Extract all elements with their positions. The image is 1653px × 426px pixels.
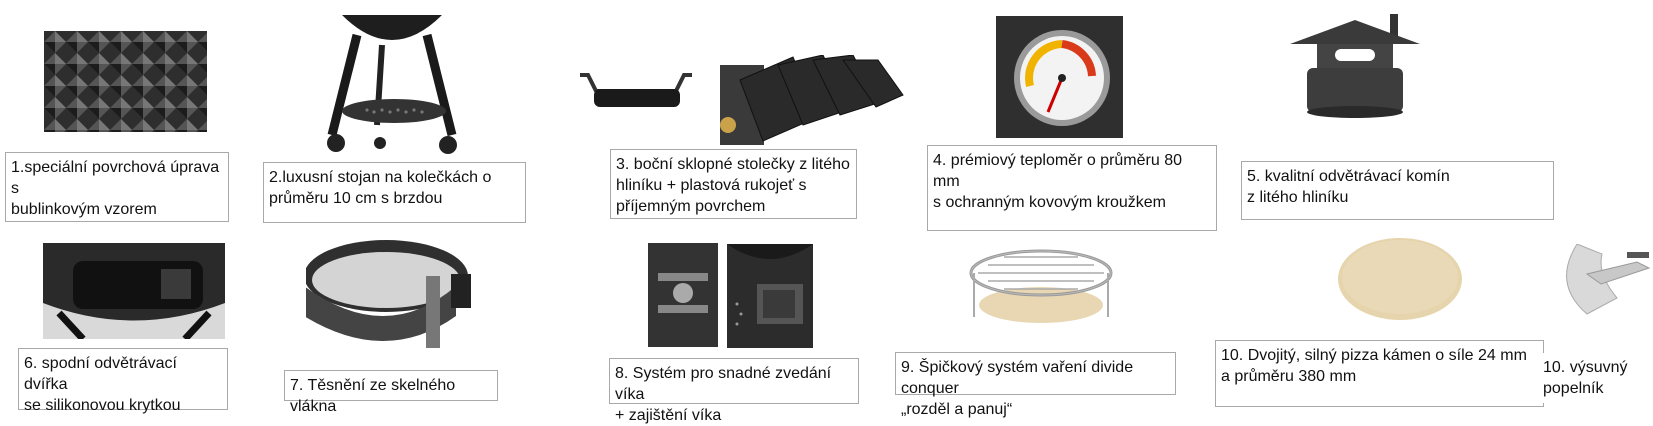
feature-caption-3: 3. boční sklopné stolečky z litého hliní… bbox=[610, 149, 857, 219]
feature-caption-7: 7. Těsnění ze skelného vlákna bbox=[284, 370, 498, 415]
feature-caption-8: 8. Systém pro snadné zvedání víka + zaji… bbox=[609, 358, 859, 424]
chimney-image bbox=[1285, 14, 1425, 118]
feature-caption-10: 10. Dvojitý, silný pizza kámen o síle 24… bbox=[1215, 340, 1544, 407]
feature-caption-11: 10. výsuvný popelník bbox=[1539, 353, 1651, 403]
feature-caption-9: 9. Špičkový systém vaření divide conquer… bbox=[895, 352, 1176, 418]
feature-caption-5: 5. kvalitní odvětrávací komín z litého h… bbox=[1241, 161, 1554, 220]
fiberglass-gasket-image bbox=[306, 236, 476, 354]
ash-drawer-image bbox=[1557, 244, 1651, 318]
feature-caption-4: 4. prémiový teploměr o průměru 80 mm s o… bbox=[927, 145, 1217, 231]
lid-lift-system-image bbox=[648, 243, 718, 347]
cooking-grates-image bbox=[968, 237, 1115, 339]
bottom-vent-image bbox=[43, 243, 225, 339]
lid-lift-system-detail-image bbox=[727, 244, 813, 348]
side-tables-handle-image bbox=[578, 55, 908, 145]
feature-caption-1: 1.speciální povrchová úprava s bublinkov… bbox=[5, 152, 229, 222]
diamond-texture-image bbox=[44, 31, 207, 132]
thermometer-image bbox=[996, 16, 1123, 138]
stand-with-wheels-image bbox=[322, 15, 462, 157]
pizza-stone-image bbox=[1337, 237, 1463, 322]
feature-caption-2: 2.luxusní stojan na kolečkách o průměru … bbox=[263, 162, 526, 223]
feature-caption-6: 6. spodní odvětrávací dvířka se silikono… bbox=[18, 348, 228, 414]
